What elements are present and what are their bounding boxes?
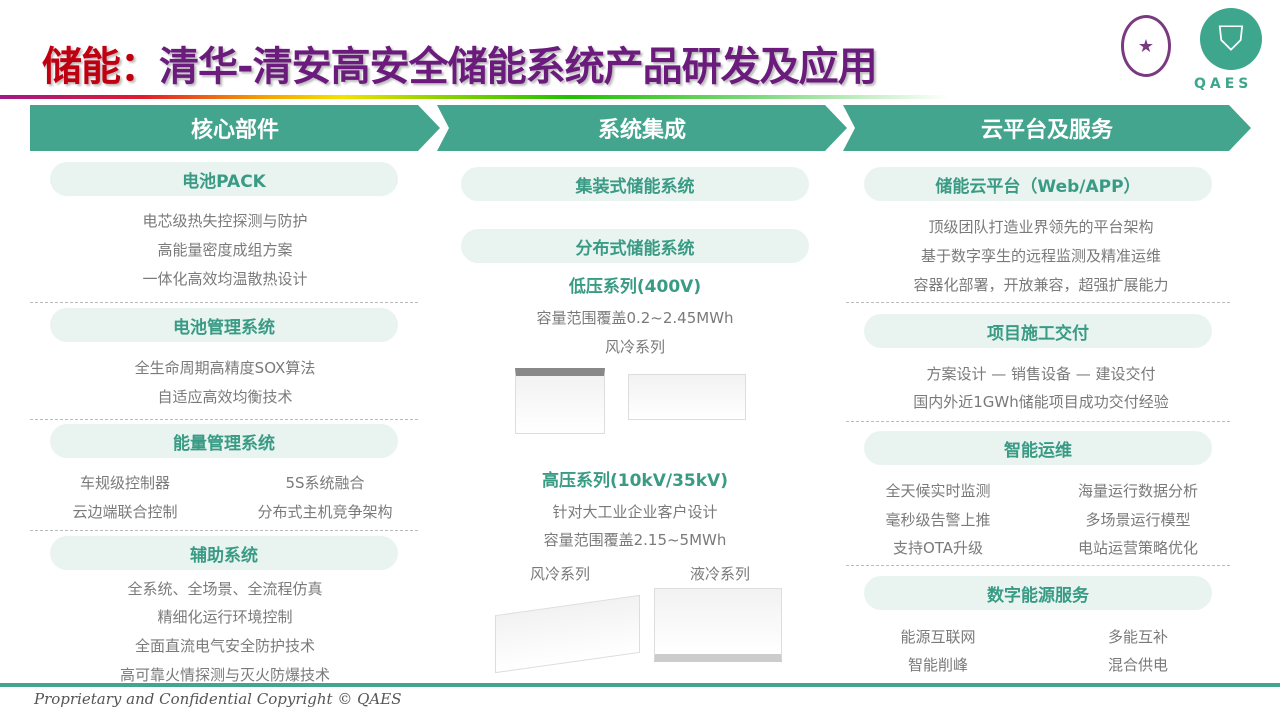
text-line: 混合供电 xyxy=(1107,656,1168,674)
text-line: 海量运行数据分析 xyxy=(1077,482,1198,500)
tsinghua-seal-icon: ★ xyxy=(1121,15,1171,77)
text-line: 多场景运行模型 xyxy=(1085,511,1191,529)
section-auxiliary: 辅助系统 xyxy=(50,536,398,570)
text-line: 智能削峰 xyxy=(907,656,968,674)
text-line: 容量范围覆盖0.2~2.45MWh xyxy=(536,309,734,327)
text-line: 高能量密度成组方案 xyxy=(157,241,293,259)
footer-divider xyxy=(0,683,1280,687)
air-cooled-container-image xyxy=(495,594,640,674)
text-line: 风冷系列 xyxy=(529,565,590,583)
section-project-delivery: 项目施工交付 xyxy=(864,314,1212,348)
section-smart-om: 智能运维 xyxy=(864,431,1212,465)
text-line: 针对大工业企业客户设计 xyxy=(552,503,718,521)
divider xyxy=(30,419,418,420)
divider xyxy=(30,530,418,531)
text-line: 支持OTA升级 xyxy=(892,539,984,557)
section-container-ess: 集装式储能系统 xyxy=(461,167,809,201)
section-battery-pack: 电池PACK xyxy=(50,162,398,196)
header-cloud-services: 云平台及服务 xyxy=(843,105,1251,151)
header-system-integration: 系统集成 xyxy=(437,105,847,151)
section-bms: 电池管理系统 xyxy=(50,308,398,342)
text-line: 多能互补 xyxy=(1107,628,1168,646)
title-main: 清华-清安高安全储能系统产品研发及应用 xyxy=(159,44,878,90)
text-line: 分布式主机竞争架构 xyxy=(257,503,393,521)
text-line: 能源互联网 xyxy=(900,628,976,646)
high-voltage-label: (10kV/35kV) xyxy=(610,471,728,491)
low-voltage-cabinet-image xyxy=(515,368,605,434)
divider xyxy=(846,565,1230,566)
text-line: 电站运营策略优化 xyxy=(1077,539,1198,557)
text-line: 全面直流电气安全防护技术 xyxy=(134,637,315,655)
text-line: 全天候实时监测 xyxy=(885,482,991,500)
section-cloud-platform: 储能云平台（Web/APP） xyxy=(864,167,1212,201)
text-line: 毫秒级告警上推 xyxy=(885,511,991,529)
low-voltage-heading: 低压系列(400V) xyxy=(465,276,805,298)
section-distributed-ess: 分布式储能系统 xyxy=(461,229,809,263)
page-title: 储能：清华-清安高安全储能系统产品研发及应用 xyxy=(42,34,878,92)
low-voltage-container-image xyxy=(628,374,746,420)
text-line: 容器化部署，开放兼容，超强扩展能力 xyxy=(913,276,1169,294)
rainbow-divider xyxy=(0,95,950,99)
text-line: 容量范围覆盖2.15~5MWh xyxy=(543,531,727,549)
low-voltage-title: 低压系列 xyxy=(568,277,637,297)
text-line: 全生命周期高精度SOX算法 xyxy=(134,359,316,377)
text-line: 5S系统融合 xyxy=(285,474,365,492)
text-line: 自适应高效均衡技术 xyxy=(157,388,293,406)
text-line: 国内外近1GWh储能项目成功交付经验 xyxy=(913,393,1169,411)
header-core-components: 核心部件 xyxy=(30,105,440,151)
text-line: 高可靠火情探测与灭火防爆技术 xyxy=(119,666,330,684)
text-line: 电芯级热失控探测与防护 xyxy=(142,212,308,230)
text-line: 精细化运行环境控制 xyxy=(157,608,293,626)
qaes-logo-icon: ⛉ xyxy=(1200,8,1262,70)
text-line: 液冷系列 xyxy=(689,565,750,583)
text-line: 全系统、全场景、全流程仿真 xyxy=(127,580,323,598)
text-line: 一体化高效均温散热设计 xyxy=(142,270,308,288)
text-line: 风冷系列 xyxy=(604,338,665,356)
divider xyxy=(846,421,1230,422)
brand-logo-text: QAES xyxy=(1194,76,1253,92)
section-ems: 能量管理系统 xyxy=(50,424,398,458)
text-line: 方案设计 — 销售设备 — 建设交付 xyxy=(926,365,1156,383)
text-line: 车规级控制器 xyxy=(79,474,170,492)
high-voltage-title: 高压系列 xyxy=(542,471,610,491)
divider xyxy=(30,302,418,303)
text-line: 云边端联合控制 xyxy=(72,503,178,521)
footer-copyright: Proprietary and Confidential Copyright ©… xyxy=(34,690,402,708)
section-digital-energy: 数字能源服务 xyxy=(864,576,1212,610)
title-prefix: 储能： xyxy=(42,44,160,90)
low-voltage-label: (400V) xyxy=(636,277,702,297)
divider xyxy=(846,302,1230,303)
text-line: 顶级团队打造业界领先的平台架构 xyxy=(928,218,1154,236)
liquid-cooled-container-image xyxy=(654,588,782,662)
text-line: 基于数字孪生的远程监测及精准运维 xyxy=(920,247,1161,265)
high-voltage-heading: 高压系列(10kV/35kV) xyxy=(465,470,805,492)
